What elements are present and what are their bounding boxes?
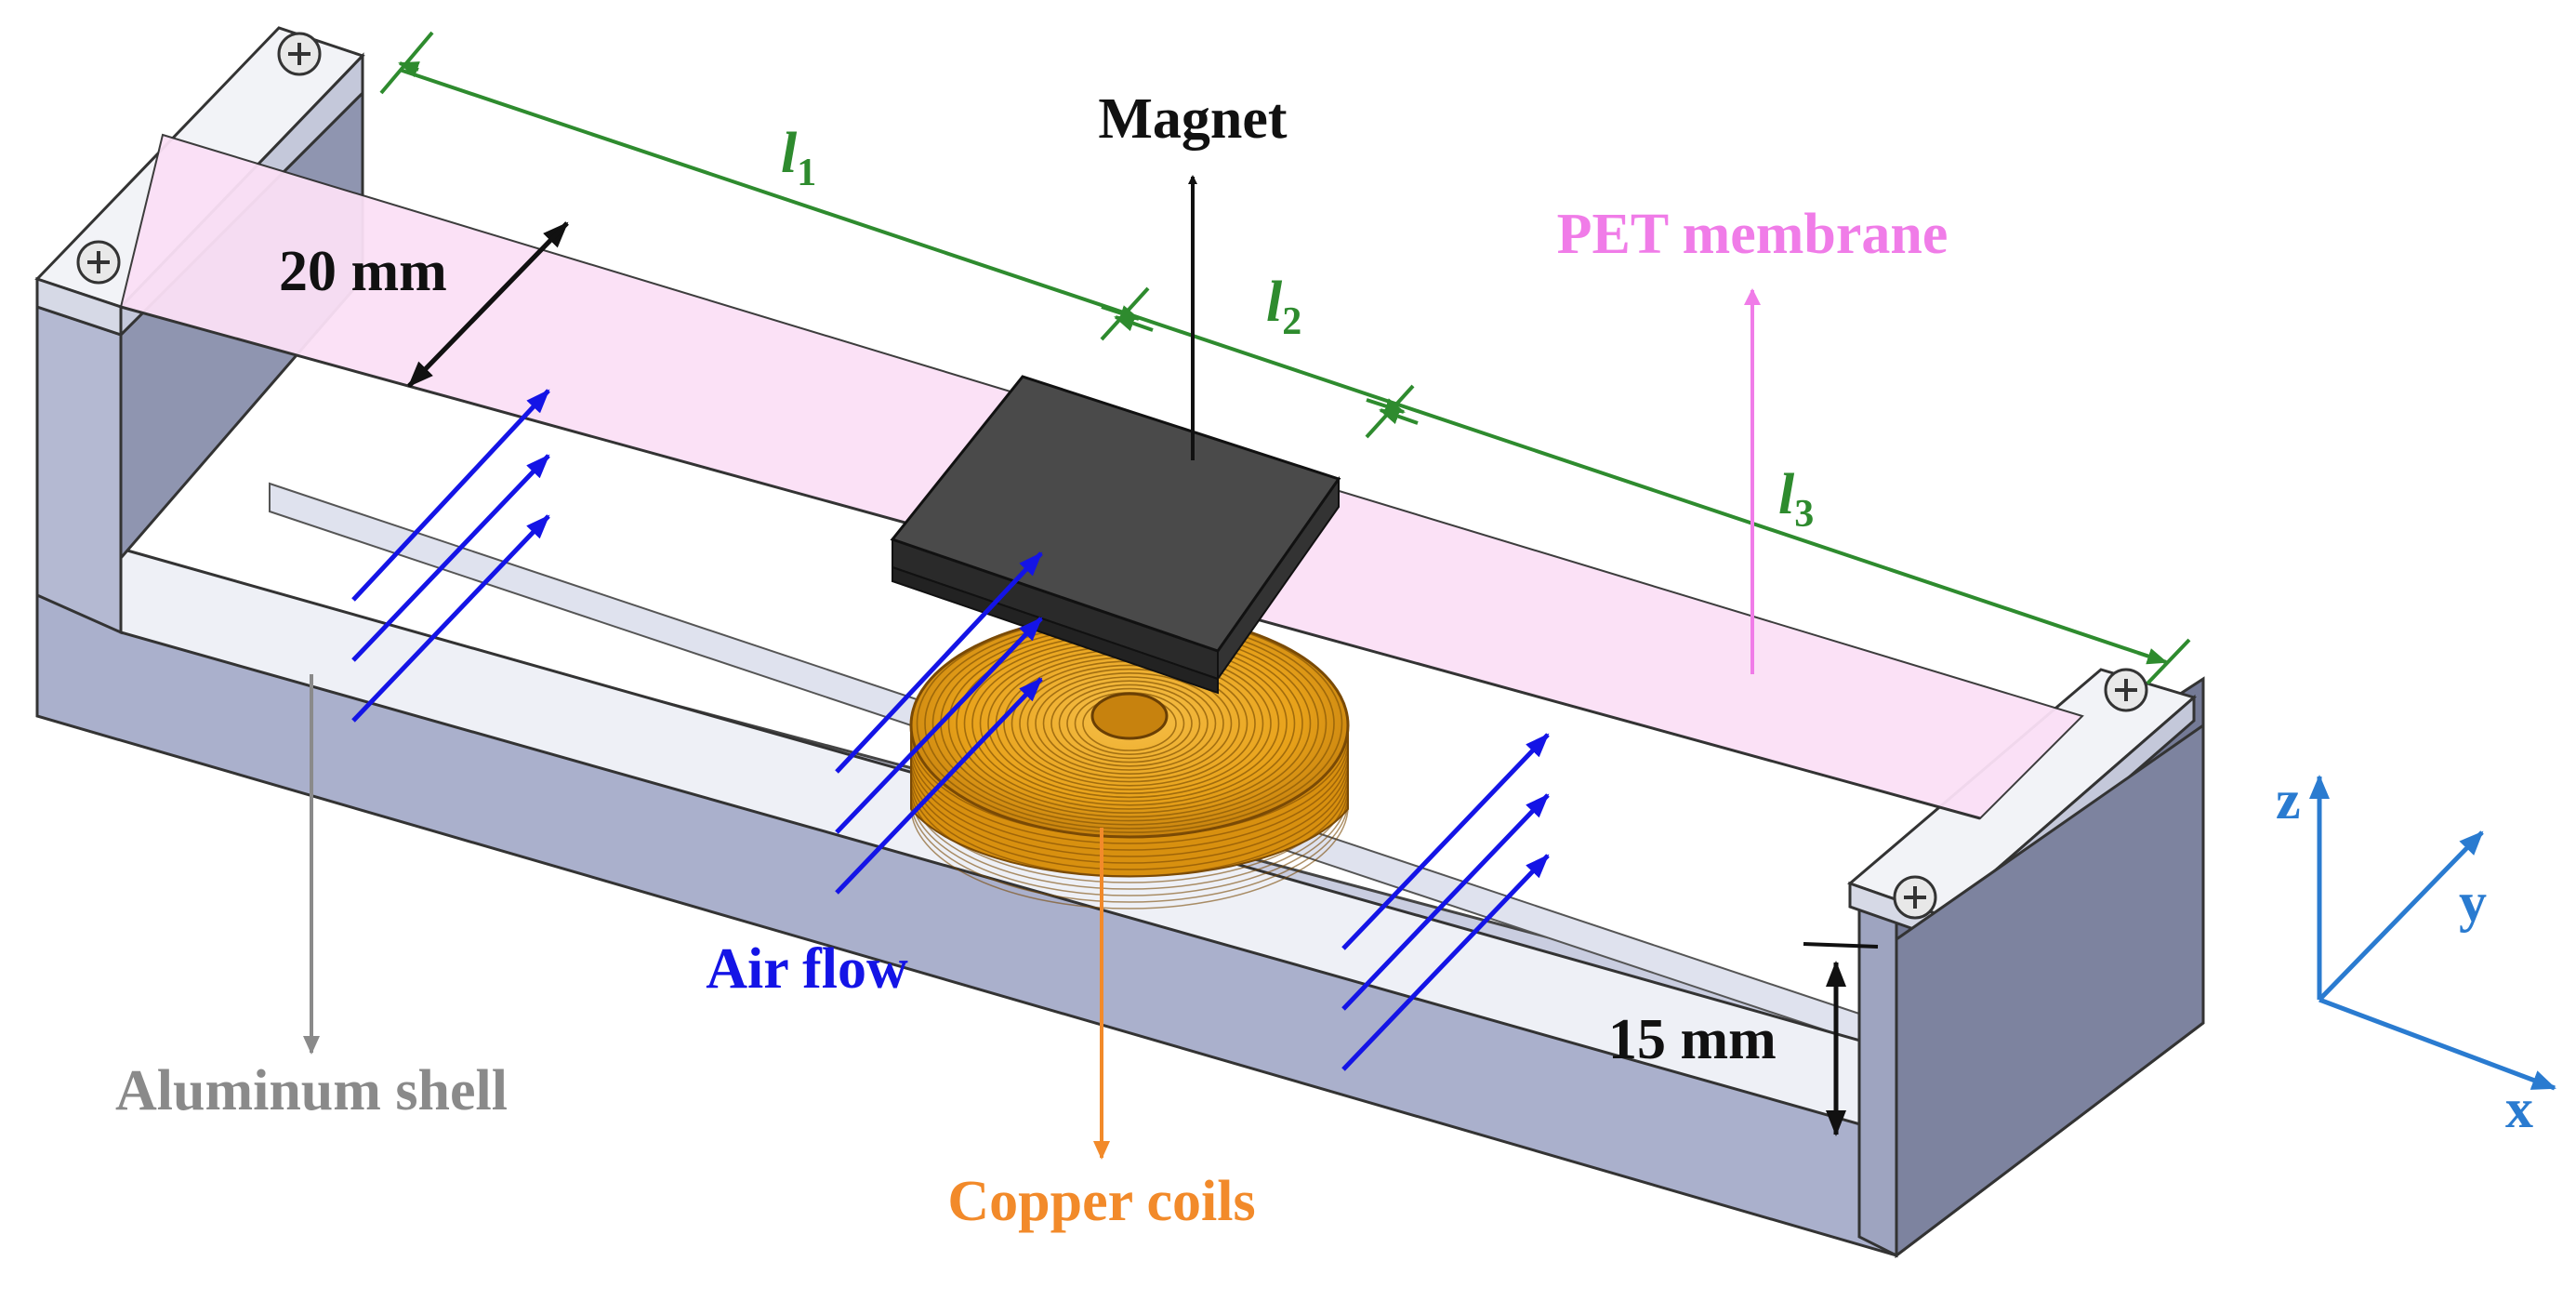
l2-label: l2 bbox=[1266, 271, 1301, 343]
l1-label: l1 bbox=[781, 122, 816, 194]
coil-ring bbox=[1066, 687, 1193, 760]
l2-subscript: 2 bbox=[1282, 300, 1301, 343]
screw-icon bbox=[76, 240, 121, 285]
length-dimensions bbox=[379, 31, 2191, 685]
air-flow-arrow bbox=[1341, 733, 1550, 950]
coil-winding bbox=[910, 805, 1349, 909]
axis-y-label: y bbox=[2459, 871, 2487, 933]
coil-winding bbox=[910, 753, 1349, 857]
coil-ring bbox=[1035, 671, 1224, 775]
magnet bbox=[890, 375, 1341, 695]
l3-subscript: 3 bbox=[1794, 493, 1814, 536]
coil-winding bbox=[910, 792, 1349, 896]
coil-winding bbox=[910, 786, 1349, 890]
air-flow-arrow bbox=[351, 454, 550, 662]
coil-winding bbox=[910, 766, 1349, 870]
air-flow-arrow bbox=[835, 617, 1043, 834]
coil-ring bbox=[1019, 664, 1240, 783]
coil-ring bbox=[1042, 676, 1217, 771]
pet-membrane-label: PET membrane bbox=[1557, 203, 1949, 266]
l3-label: l3 bbox=[1778, 463, 1814, 536]
width-dimension bbox=[407, 221, 569, 388]
l1-subscript: 1 bbox=[797, 152, 816, 194]
air-flow-arrow bbox=[351, 389, 550, 602]
air-flow-arrows bbox=[351, 389, 1550, 1071]
height-label: 15 mm bbox=[1608, 1008, 1777, 1071]
coil-ring bbox=[1058, 684, 1201, 763]
magnet-label: Magnet bbox=[1098, 87, 1288, 151]
copper-coils-label: Copper coils bbox=[947, 1170, 1255, 1233]
axis-z-label: z bbox=[2276, 769, 2301, 830]
height-dimension bbox=[1803, 942, 1879, 1136]
aluminum-shell-label: Aluminum shell bbox=[115, 1059, 508, 1122]
coil-winding bbox=[910, 779, 1349, 883]
screw-icon bbox=[277, 32, 322, 76]
coil-winding bbox=[910, 760, 1349, 864]
air-flow-arrow bbox=[835, 677, 1043, 895]
screw-icon bbox=[2104, 668, 2148, 712]
air-flow-arrow bbox=[835, 551, 1043, 774]
screw-icon bbox=[1893, 875, 1937, 920]
copper-coil bbox=[909, 612, 1350, 909]
width-label: 20 mm bbox=[279, 240, 447, 303]
air-flow-label: Air flow bbox=[706, 937, 908, 1001]
air-flow-arrow bbox=[1341, 854, 1550, 1071]
coil-winding bbox=[910, 799, 1349, 903]
coil-winding bbox=[910, 747, 1349, 851]
air-flow-arrow bbox=[1341, 793, 1550, 1011]
air-flow-arrow bbox=[351, 514, 550, 723]
coil-winding bbox=[910, 773, 1349, 877]
coordinate-axes bbox=[2309, 775, 2556, 1091]
axis-x-label: x bbox=[2505, 1078, 2533, 1139]
coil-ring bbox=[1026, 668, 1233, 779]
coil-ring bbox=[1050, 680, 1209, 767]
